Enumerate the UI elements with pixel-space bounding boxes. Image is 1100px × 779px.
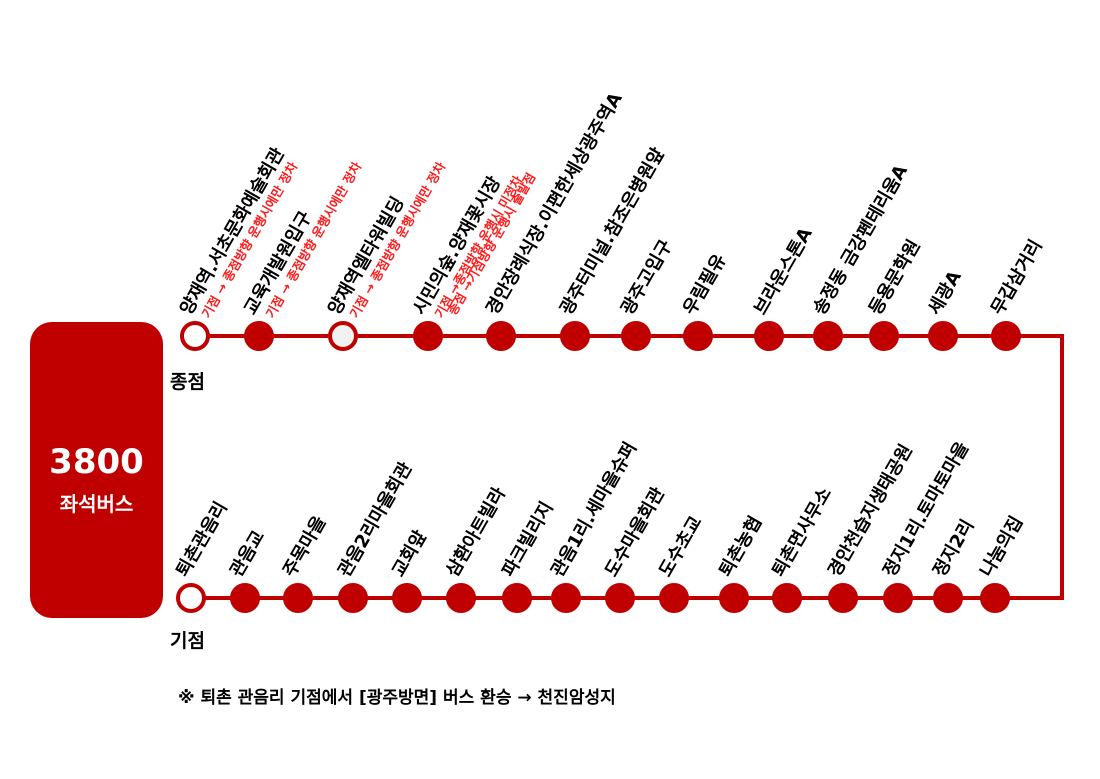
top-stop-marker — [928, 321, 958, 351]
bottom-stop: 도수마을회관 — [601, 484, 669, 613]
top-stop-label: 등용문학원 — [864, 236, 924, 319]
bottom-stop-label: 도수초교 — [655, 513, 706, 581]
top-stop-label: 브라운스톤A — [750, 224, 817, 318]
top-stop-marker — [244, 321, 274, 351]
bottom-stop-marker — [176, 583, 206, 613]
top-stop: 광주고입구 — [616, 236, 677, 351]
top-stop-marker — [560, 321, 590, 351]
bottom-stop-label: 교회앞 — [388, 527, 431, 581]
bottom-stop-marker — [230, 583, 260, 613]
bottom-stop: 파크빌리지 — [498, 498, 558, 613]
bottom-stop-marker — [392, 583, 422, 613]
top-stop-marker — [328, 321, 358, 351]
top-stop: 브라운스톤A — [750, 224, 817, 351]
bottom-stop-label: 퇴촌농협 — [714, 512, 766, 580]
bottom-stop: 퇴촌면사무소 — [768, 484, 836, 613]
bottom-stop-label: 관음교 — [226, 527, 269, 581]
bottom-stop-label: 정지2리 — [929, 516, 978, 580]
bottom-stop-marker — [446, 583, 476, 613]
top-stop-marker — [813, 321, 843, 351]
bottom-stop-marker — [659, 583, 689, 613]
bottom-stop-marker — [283, 583, 313, 613]
bottom-stop-marker — [828, 583, 858, 613]
top-stop: 무갑삼거리 — [987, 236, 1047, 351]
bottom-stop: 퇴촌관음리 — [172, 498, 232, 613]
bottom-stop-marker — [980, 583, 1010, 613]
bottom-stop-marker — [719, 583, 749, 613]
bottom-stop-marker — [605, 583, 635, 613]
top-stop-marker — [621, 321, 651, 351]
top-stop-label: 우림필유 — [679, 251, 730, 319]
route-type: 좌석버스 — [59, 492, 134, 516]
bottom-stop-marker — [338, 583, 368, 613]
bottom-stop-marker — [883, 583, 913, 613]
top-stop-marker — [991, 321, 1021, 351]
top-stop-marker — [180, 321, 210, 351]
bottom-stop-label: 주목마을 — [279, 513, 330, 581]
top-stop-marker — [413, 321, 443, 351]
top-stop-marker — [869, 321, 899, 351]
route-badge: 3800 좌석버스 — [30, 322, 163, 618]
top-endpoint-label: 종점 — [170, 371, 205, 393]
footnote: ※ 퇴촌 관음리 기점에서 [광주방면] 버스 환승 → 천진암성지 — [178, 688, 616, 708]
bottom-stop-marker — [551, 583, 581, 613]
top-stop-label: 세광A — [924, 267, 966, 318]
bottom-stop-marker — [933, 583, 963, 613]
bottom-endpoint-label: 기점 — [170, 630, 205, 652]
bottom-stop-label: 퇴촌관음리 — [172, 498, 232, 580]
top-stop-label: 광주고입구 — [616, 236, 676, 319]
bottom-stop-label: 나눔의집 — [976, 513, 1027, 581]
bottom-stop: 삼환아트빌라 — [441, 483, 510, 613]
top-stop: 등용문학원 — [864, 236, 925, 351]
route-number: 3800 — [49, 442, 144, 482]
bottom-stop-marker — [502, 583, 532, 613]
bottom-stop-marker — [772, 583, 802, 613]
top-stop-label: 무갑삼거리 — [987, 236, 1047, 318]
top-stop-marker — [754, 321, 784, 351]
top-stop-marker — [486, 321, 516, 351]
top-stop-marker — [683, 321, 713, 351]
